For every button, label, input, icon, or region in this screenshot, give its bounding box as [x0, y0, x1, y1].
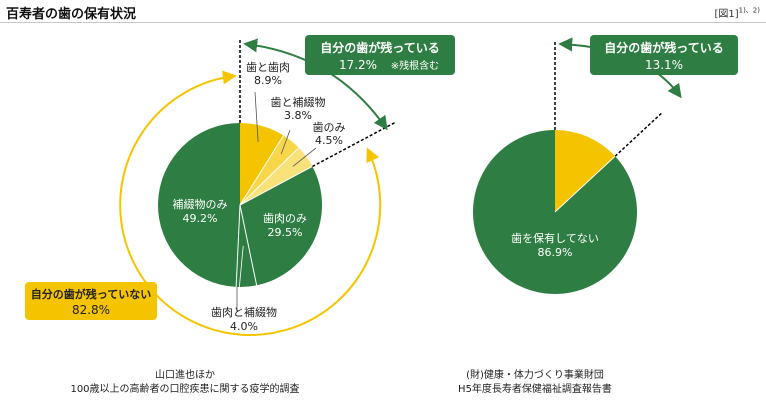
pie1-label-5: 歯肉と補綴物	[211, 305, 277, 319]
pie1-label-6: 補綴物のみ	[173, 197, 228, 211]
pie2-callout-green	[590, 35, 738, 75]
pie2-separator-1	[554, 155, 616, 213]
page-title: 百寿者の歯の保有状況	[6, 7, 137, 22]
pie2-label-2: 歯を保有してない	[511, 231, 599, 245]
pie1-leader-5a	[236, 245, 244, 313]
pie1-value-5: 4.0%	[230, 320, 258, 333]
pie1-callout-green	[305, 35, 455, 75]
pie1-slice-4	[240, 166, 322, 286]
pie1-leader-1	[254, 91, 259, 142]
pie1-label-2: 歯と補綴物	[271, 95, 326, 109]
pie1-callout-yellow	[25, 282, 157, 320]
pie2-callout-green-text: 自分の歯が残っている	[604, 40, 723, 55]
pie1-callout-yellow-value: 82.8%	[72, 303, 110, 317]
pie1-value-2: 3.8%	[284, 109, 312, 122]
source-1-line-1: 山口進也ほか	[155, 370, 215, 381]
pie1-value-4: 29.5%	[268, 226, 303, 239]
figure-reference: [図1]1)、2)	[714, 5, 760, 20]
pie1-separator-4	[239, 204, 258, 286]
pie1-yellow-arrow	[119, 70, 382, 336]
pie1-label-3: 歯のみ	[313, 121, 346, 134]
figure-ref-label: [図1]	[714, 9, 739, 20]
pie1-callout-green-note: ※残根含む	[391, 59, 439, 72]
source-1-line-2: 100歳以上の高齢者の口腔疾患に関する疫学的調査	[70, 384, 300, 395]
pie2-value-2: 86.9%	[538, 246, 573, 259]
pie2-slice-1	[555, 130, 616, 212]
pie2-dotted-edge	[614, 111, 664, 157]
source-2-line-2: H5年度長寿者保健福祉調査報告書	[458, 384, 612, 395]
pie1-callout-green-value: 17.2%	[339, 58, 377, 72]
source-1: 山口進也ほか 100歳以上の高齢者の口腔疾患に関する疫学的調査	[45, 369, 325, 397]
pie1-callout-green-text: 自分の歯が残っている	[320, 40, 439, 55]
pie1-value-3: 4.5%	[315, 134, 343, 147]
pie1-separator-3	[239, 166, 313, 206]
page-header: 百寿者の歯の保有状況 [図1]1)、2)	[0, 0, 766, 23]
pie1-leader-2	[280, 129, 291, 155]
pie1-label-1: 歯と歯肉	[246, 61, 290, 74]
pie1-slice-6	[158, 123, 240, 287]
pie1-value-1: 8.9%	[254, 74, 282, 87]
pie2-callout-green-value: 13.1%	[645, 58, 683, 72]
pie1-leader-3	[292, 147, 317, 167]
pie1-value-6: 49.2%	[183, 212, 218, 225]
source-2-line-1: (財)健康・体力づくり事業財団	[466, 370, 604, 381]
pie1-callout-yellow-text: 自分の歯が残っていない	[31, 287, 151, 301]
source-2: (財)健康・体力づくり事業財団 H5年度長寿者保健福祉調査報告書	[420, 369, 650, 397]
figure-ref-sup: 1)、2)	[738, 6, 760, 15]
pie1-label-4: 歯肉のみ	[263, 212, 307, 225]
pie1-separator-5	[235, 204, 241, 287]
